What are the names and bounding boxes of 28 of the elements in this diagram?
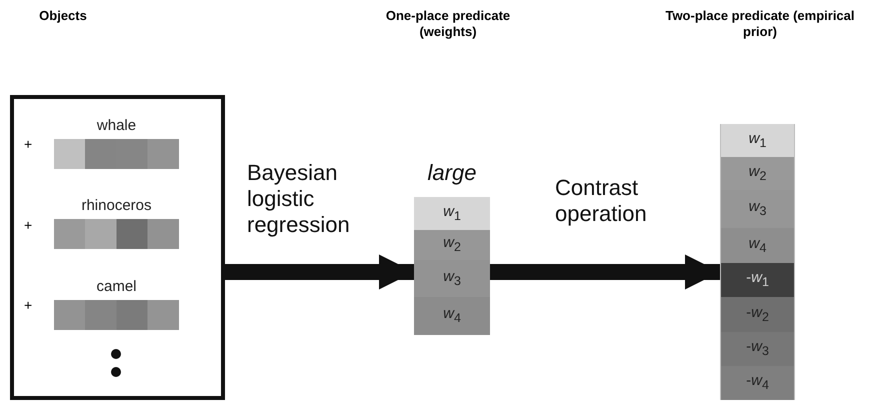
weight-cell: w$_{4}$ <box>720 228 795 263</box>
plus-sign: + <box>24 297 32 313</box>
prior-column <box>720 124 795 400</box>
weight-cell: w$_{4}$ <box>414 297 490 335</box>
column-heading: Two-place predicate (empirical prior) <box>665 8 855 40</box>
edge-label: Bayesian logistic regression <box>247 160 351 238</box>
weight-cell: w$_{3}$ <box>414 260 490 297</box>
vector-label: large <box>426 160 478 186</box>
weight-cell: w$_{1}$ <box>414 197 490 230</box>
column-heading: One-place predicate (weights) <box>384 8 512 40</box>
plus-sign: + <box>24 136 32 152</box>
arrow <box>490 254 720 290</box>
weight-cell: w$_{2}$ <box>414 230 490 260</box>
object-name: whale <box>96 117 138 135</box>
objects-frame <box>10 95 225 400</box>
object-name: camel <box>95 278 138 296</box>
object-name: rhinoceros <box>80 197 153 215</box>
weight-cell: -w$_{2}$ <box>720 297 795 332</box>
weight-cell: w$_{3}$ <box>720 190 795 228</box>
edge-label: Contrast operation <box>555 175 648 227</box>
weight-cell: -w$_{4}$ <box>720 366 795 400</box>
weight-cell: -w$_{3}$ <box>720 332 795 366</box>
column-heading: Objects <box>38 8 88 24</box>
plus-sign: + <box>24 217 32 233</box>
weight-cell: w$_{2}$ <box>720 157 795 190</box>
weight-cell: -w$_{1}$ <box>720 263 795 297</box>
weight-cell: w$_{1}$ <box>720 124 795 157</box>
arrow <box>225 254 414 290</box>
